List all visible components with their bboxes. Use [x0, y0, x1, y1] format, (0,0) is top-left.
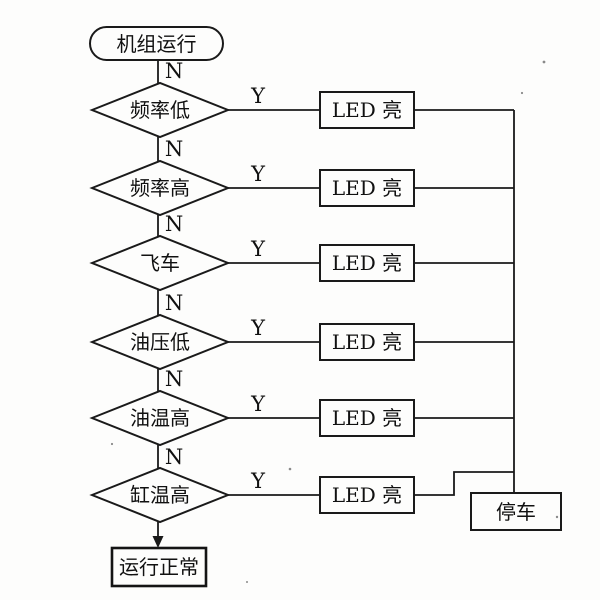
scan-speck — [520, 91, 524, 95]
decision-freq-low-label: 频率低 — [130, 98, 190, 122]
start-terminal-label: 机组运行 — [117, 32, 197, 56]
scan-speck — [288, 467, 292, 471]
led-box-6-label: LED 亮 — [332, 483, 402, 507]
yes-label-2: Y — [250, 162, 266, 186]
decision-oil-pressure-low — [89, 313, 231, 371]
led-box-2 — [319, 169, 415, 207]
decision-oil-temp-high — [89, 389, 231, 447]
decision-cylinder-temp-high-label: 缸温高 — [130, 483, 190, 507]
decision-freq-low — [89, 81, 231, 139]
led-box-2-label: LED 亮 — [332, 176, 402, 200]
led-box-1-label: LED 亮 — [332, 98, 402, 122]
yes-label-3: Y — [250, 237, 266, 261]
arrow-down-icon — [152, 536, 164, 548]
decision-oil-temp-high-label: 油温高 — [130, 406, 190, 430]
start-terminal — [89, 26, 224, 61]
stop-box-label: 停车 — [496, 500, 536, 524]
scan-speck — [542, 60, 546, 64]
no-label-4: N — [165, 291, 183, 315]
yes-label-5: Y — [250, 392, 266, 416]
normal-box-label: 运行正常 — [119, 555, 199, 579]
led-box-1 — [319, 91, 415, 129]
yes-label-6: Y — [250, 469, 266, 493]
led-box-5 — [319, 399, 415, 437]
yes-label-1: Y — [250, 84, 266, 108]
stop-box — [470, 492, 562, 531]
led-box-6 — [319, 476, 415, 514]
decision-freq-high — [89, 159, 231, 217]
led-box-4-label: LED 亮 — [332, 330, 402, 354]
decision-freq-high-label: 频率高 — [130, 176, 190, 200]
no-label-2: N — [165, 137, 183, 161]
led-box-4 — [319, 323, 415, 361]
yes-label-4: Y — [250, 316, 266, 340]
led-out-step-line-6 — [414, 471, 514, 496]
no-label-1: N — [165, 59, 183, 83]
no-label-5: N — [165, 367, 183, 391]
scan-speck — [110, 442, 114, 446]
scan-speck — [246, 581, 248, 583]
decision-cylinder-temp-high — [89, 466, 231, 524]
led-box-3-label: LED 亮 — [332, 251, 402, 275]
normal-box — [110, 546, 208, 588]
scan-speck — [555, 515, 559, 519]
decision-overspeed-label: 飞车 — [140, 251, 180, 275]
decision-oil-pressure-low-label: 油压低 — [130, 330, 190, 354]
decision-overspeed — [89, 234, 231, 292]
no-label-6: N — [165, 445, 183, 469]
led-box-5-label: LED 亮 — [332, 406, 402, 430]
led-box-3 — [319, 244, 415, 282]
no-label-3: N — [165, 212, 183, 236]
